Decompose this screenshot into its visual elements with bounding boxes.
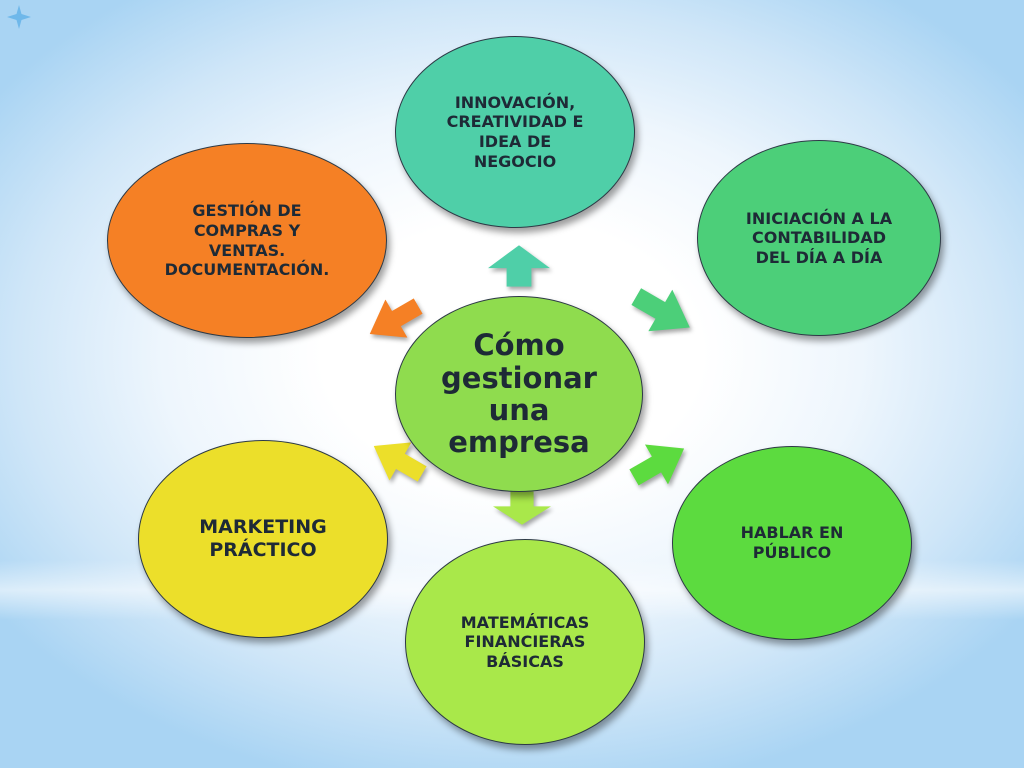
node-gestion-label: GESTIÓN DE COMPRAS Y VENTAS. DOCUMENTACI… bbox=[164, 201, 330, 280]
node-gestion-compras: GESTIÓN DE COMPRAS Y VENTAS. DOCUMENTACI… bbox=[107, 143, 387, 338]
node-innovacion-label: INNOVACIÓN, CREATIVIDAD E IDEA DE NEGOCI… bbox=[446, 92, 584, 171]
node-marketing: MARKETING PRÁCTICO bbox=[138, 440, 388, 638]
arrow-to-matematicas bbox=[494, 488, 550, 528]
arrow-to-gestion bbox=[366, 298, 422, 342]
node-hablar-en-publico: HABLAR EN PÚBLICO bbox=[672, 446, 912, 640]
arrow-to-contabilidad bbox=[632, 288, 694, 336]
arrow-to-hablar bbox=[630, 440, 688, 486]
center-node: Cómo gestionar una empresa bbox=[395, 296, 643, 492]
star-icon bbox=[7, 5, 31, 29]
node-hablar-label: HABLAR EN PÚBLICO bbox=[740, 523, 844, 562]
node-innovacion: INNOVACIÓN, CREATIVIDAD E IDEA DE NEGOCI… bbox=[395, 36, 635, 228]
node-contabilidad: INICIACIÓN A LA CONTABILIDAD DEL DÍA A D… bbox=[697, 140, 941, 336]
arrow-to-innovacion bbox=[487, 246, 551, 286]
node-matematicas: MATEMÁTICAS FINANCIERAS BÁSICAS bbox=[405, 539, 645, 745]
center-node-label: Cómo gestionar una empresa bbox=[441, 328, 597, 460]
node-matematicas-label: MATEMÁTICAS FINANCIERAS BÁSICAS bbox=[460, 612, 590, 671]
node-contabilidad-label: INICIACIÓN A LA CONTABILIDAD DEL DÍA A D… bbox=[745, 208, 893, 267]
node-marketing-label: MARKETING PRÁCTICO bbox=[199, 515, 327, 561]
